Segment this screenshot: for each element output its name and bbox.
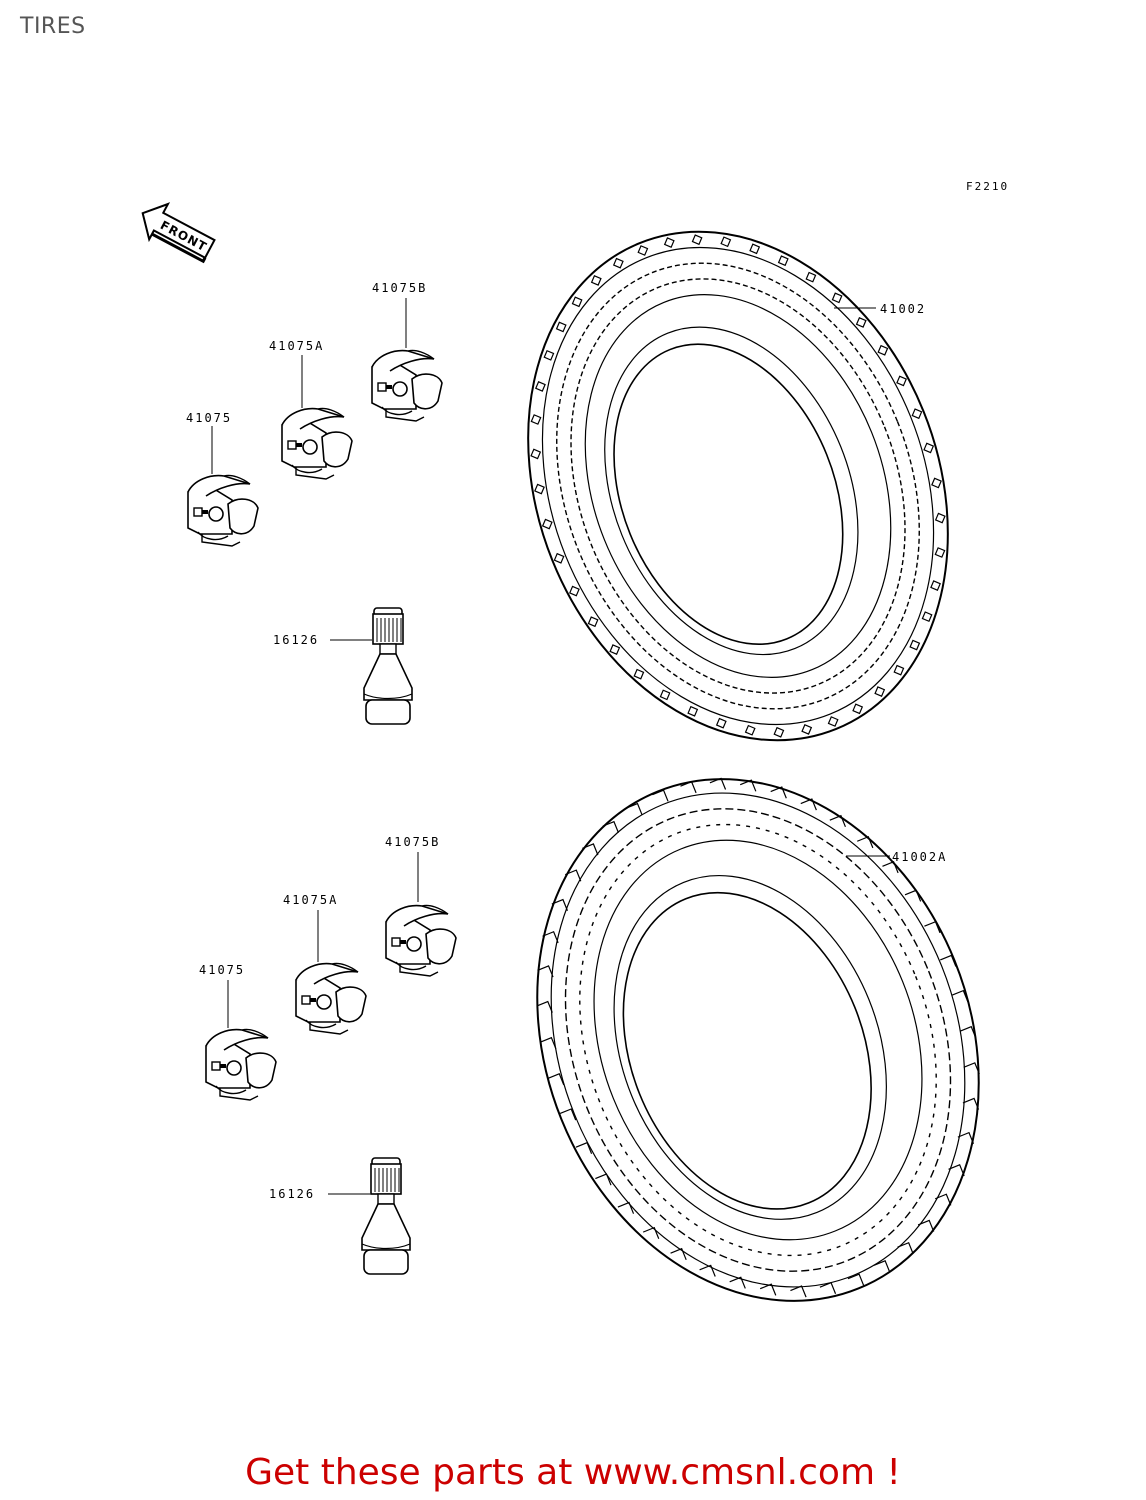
rear-weight-label: 41075	[199, 963, 245, 977]
front-weight-41075a	[281, 407, 353, 480]
rear-weight-a-label: 41075A	[283, 893, 338, 907]
footer-link[interactable]: Get these parts at www.cmsnl.com !	[245, 1452, 901, 1493]
front-weight-a-label: 41075A	[269, 339, 324, 353]
front-tire-tread	[530, 234, 946, 738]
front-arrow-icon: FRONT	[141, 202, 216, 264]
rear-weight-41075b	[385, 904, 457, 977]
rear-tire	[536, 778, 980, 1302]
rear-weight-41075a	[295, 962, 367, 1035]
figure-code: F2210	[966, 180, 1009, 193]
rear-weight-b-label: 41075B	[385, 835, 440, 849]
rear-valve-label: 16126	[269, 1187, 315, 1201]
front-tire-label: 41002	[880, 302, 926, 316]
rear-weight-41075	[205, 1028, 277, 1101]
front-weight-41075b	[371, 349, 443, 422]
front-weight-b-label: 41075B	[372, 281, 427, 295]
front-weight-label: 41075	[186, 411, 232, 425]
page-title: TIRES	[20, 14, 86, 39]
rear-valve	[361, 1157, 411, 1275]
rear-tire-tread	[536, 777, 980, 1298]
front-valve	[363, 607, 413, 725]
front-weight-41075	[187, 474, 259, 547]
parts-diagram: F2210 FRONT 41075B 41075A 41075 16126	[141, 180, 1009, 1302]
front-tire	[527, 230, 949, 742]
front-valve-label: 16126	[273, 633, 319, 647]
rear-tire-label: 41002A	[892, 850, 947, 864]
